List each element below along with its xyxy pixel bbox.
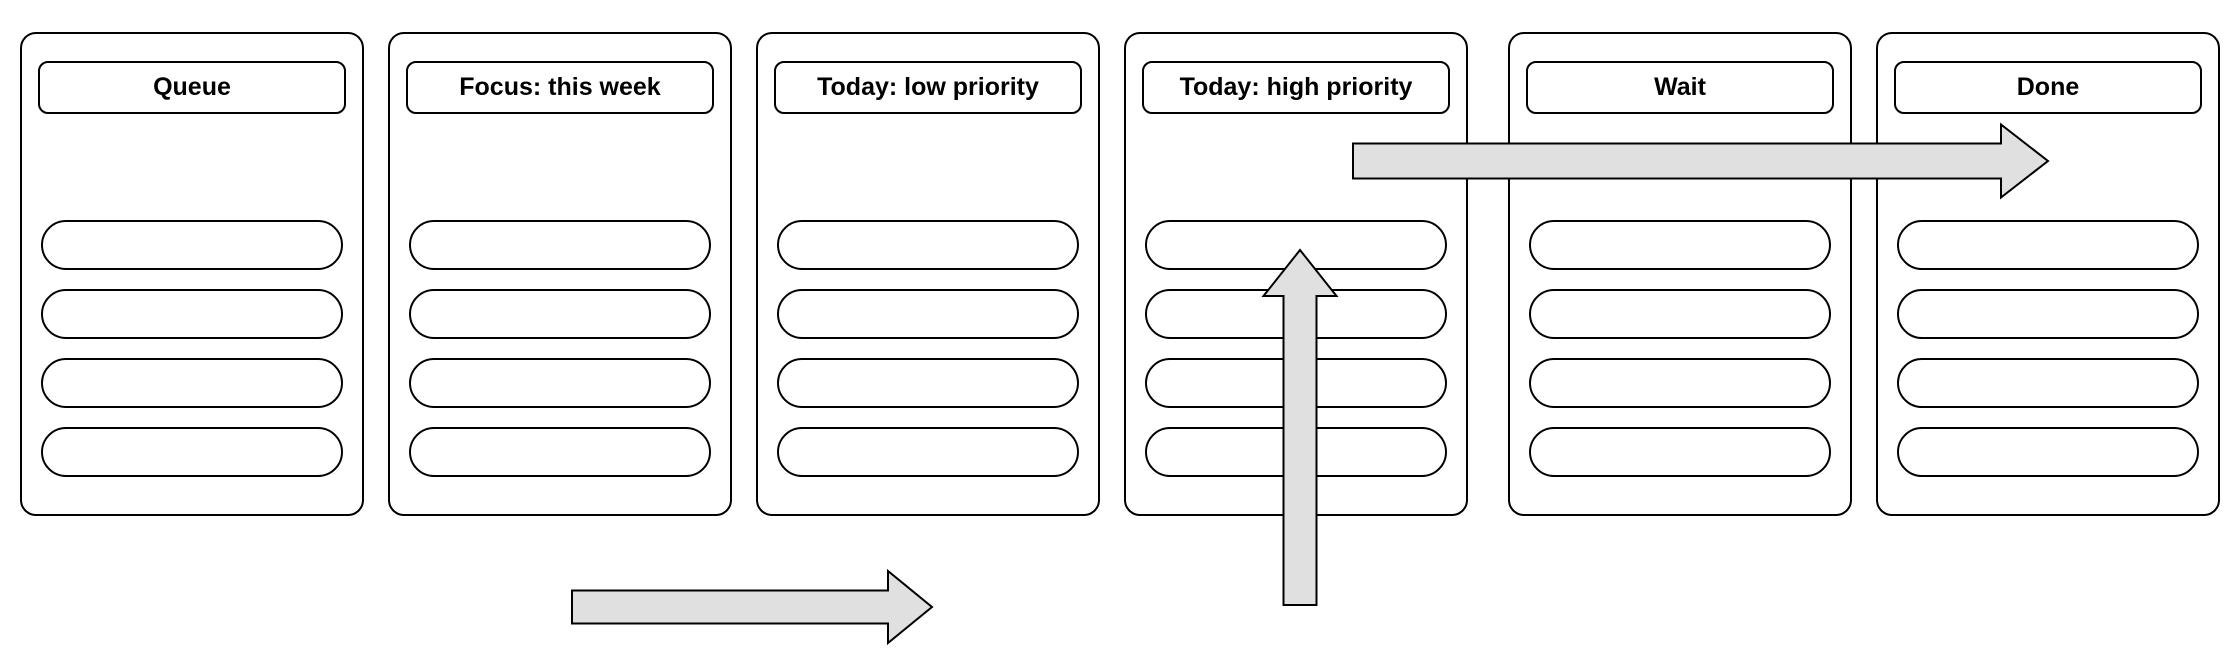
task-slot (41, 220, 343, 270)
task-slot (41, 427, 343, 477)
task-slot (409, 427, 711, 477)
column-header-queue: Queue (38, 61, 346, 114)
arrow-right-below-board-icon (571, 568, 934, 646)
column-done: Done (1876, 32, 2220, 516)
task-slot (777, 220, 1079, 270)
task-slot (777, 289, 1079, 339)
task-slot (409, 358, 711, 408)
task-slot (777, 358, 1079, 408)
task-slot (41, 289, 343, 339)
column-today-low-priority: Today: low priority (756, 32, 1100, 516)
arrow-right-to-done-icon (1352, 122, 2050, 200)
task-slot (409, 220, 711, 270)
arrow-up-in-high-priority-icon (1261, 248, 1339, 606)
column-header-focus-this-week: Focus: this week (406, 61, 714, 114)
task-slot (1529, 358, 1831, 408)
task-slot (409, 289, 711, 339)
task-slot (1529, 427, 1831, 477)
column-queue: Queue (20, 32, 364, 516)
column-focus-this-week: Focus: this week (388, 32, 732, 516)
task-slot (1529, 220, 1831, 270)
column-header-today-high-priority: Today: high priority (1142, 61, 1450, 114)
column-header-done: Done (1894, 61, 2202, 114)
column-header-today-low-priority: Today: low priority (774, 61, 1082, 114)
task-slot (41, 358, 343, 408)
task-slot (1529, 289, 1831, 339)
column-wait: Wait (1508, 32, 1852, 516)
task-slot (1897, 289, 2199, 339)
task-slot (1897, 220, 2199, 270)
task-slot (777, 427, 1079, 477)
column-header-wait: Wait (1526, 61, 1834, 114)
task-slot (1897, 427, 2199, 477)
task-slot (1897, 358, 2199, 408)
